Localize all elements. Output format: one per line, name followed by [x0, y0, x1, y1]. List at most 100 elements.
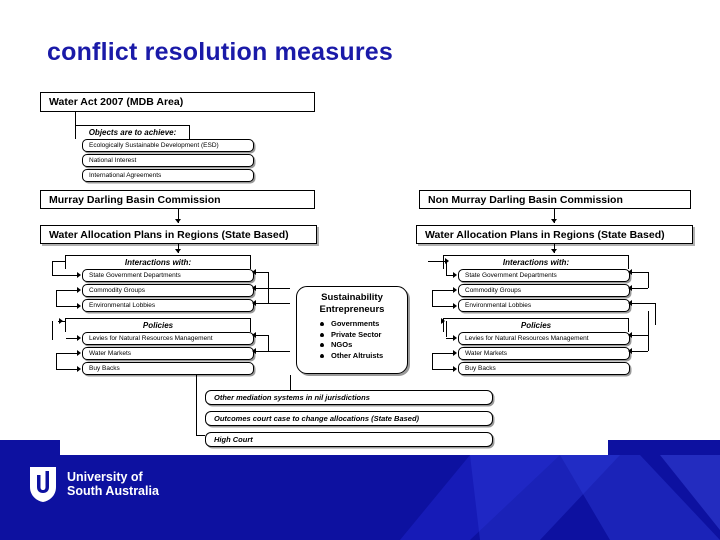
- label-left-policies-header: Policies: [65, 318, 251, 332]
- list-item-right-environmental-lobbies[interactable]: Environmental Lobbies: [458, 299, 630, 312]
- connector-right-pol-return-h1: [632, 335, 648, 336]
- connector-right-int-return-h3: [632, 303, 655, 304]
- connector-right-pol-feed-h1: [446, 338, 454, 339]
- arrow-right-pol-1: [453, 335, 457, 341]
- list-item-right-commodity-groups[interactable]: Commodity Groups: [458, 284, 630, 297]
- bullet-governments: Governments: [319, 319, 407, 330]
- connector-left-int-feed-h3: [56, 306, 78, 307]
- arrow-down-left-interactions: [175, 249, 181, 253]
- connector-left-int-return-h3: [256, 303, 290, 304]
- node-other-mediation-systems[interactable]: Other mediation systems in nil jurisdict…: [205, 390, 493, 405]
- connector-left-int-return-h1: [256, 272, 268, 273]
- arrow-left-rpol-ret-1: [628, 332, 632, 338]
- list-item-left-water-markets[interactable]: Water Markets: [82, 347, 254, 360]
- node-water-act[interactable]: Water Act 2007 (MDB Area): [40, 92, 315, 112]
- arrow-right-left-pol-3: [77, 366, 81, 372]
- list-item-right-buy-backs[interactable]: Buy Backs: [458, 362, 630, 375]
- arrow-left-int-ret-1: [252, 269, 256, 275]
- connector-left-commission-plans: [178, 209, 179, 223]
- connector-left-pol-return-h1: [256, 335, 268, 336]
- arrow-right-pol-hdr: [441, 318, 445, 324]
- list-item-left-environmental-lobbies[interactable]: Environmental Lobbies: [82, 299, 254, 312]
- arrow-right-int-1: [453, 272, 457, 278]
- list-item-right-water-markets[interactable]: Water Markets: [458, 347, 630, 360]
- connector-right-int-feed-h0: [428, 261, 446, 262]
- connector-right-pol-return-v: [648, 335, 649, 351]
- arrow-right-left-pol-2: [77, 350, 81, 356]
- node-outcomes-court-case[interactable]: Outcomes court case to change allocation…: [205, 411, 493, 426]
- arrow-left-rint-ret-3: [628, 300, 632, 306]
- conflict-resolution-diagram: Water Act 2007 (MDB Area) Objects are to…: [0, 85, 720, 455]
- label-left-interactions-header: Interactions with:: [65, 255, 251, 269]
- connector-right-int-return-v2: [655, 303, 656, 325]
- arrow-right-int-2: [453, 287, 457, 293]
- connector-left-pol-return-h2: [256, 351, 290, 352]
- arrow-right-left-int-2: [77, 287, 81, 293]
- connector-left-spine: [52, 332, 53, 340]
- footer-shape-4: [660, 455, 720, 530]
- list-item-left-commodity-groups[interactable]: Commodity Groups: [82, 284, 254, 297]
- connector-left-int-feed-v2: [56, 290, 57, 306]
- arrow-left-rint-ret-1: [628, 269, 632, 275]
- connector-right-pol-feed-v0: [446, 321, 447, 337]
- node-left-allocation-plans[interactable]: Water Allocation Plans in Regions (State…: [40, 225, 317, 244]
- sustainability-title-line2: Entrepreneurs: [319, 304, 385, 315]
- arrow-down-right-interactions: [551, 249, 557, 253]
- connector-right-int-feed-v2: [432, 290, 433, 306]
- connector-left-int-feed-h1b: [52, 275, 78, 276]
- connector-right-pol-feed-h2: [432, 353, 454, 354]
- connector-right-int-feed-h2: [432, 290, 454, 291]
- connector-right-int-feed-h3: [432, 306, 454, 307]
- arrow-right-left-pol-1: [77, 335, 81, 341]
- connector-left-bottom-h: [196, 435, 205, 436]
- list-item-left-buy-backs[interactable]: Buy Backs: [82, 362, 254, 375]
- bullet-other-altruists: Other Altruists: [319, 351, 407, 362]
- arrow-right-int-3: [453, 303, 457, 309]
- connector-left-bottom-spine: [196, 375, 197, 435]
- list-item-right-state-government-departments[interactable]: State Government Departments: [458, 269, 630, 282]
- list-item-left-levies[interactable]: Levies for Natural Resources Management: [82, 332, 254, 345]
- list-item-object-national-interest[interactable]: National Interest: [82, 154, 254, 167]
- list-item-object-international-agreements[interactable]: International Agreements: [82, 169, 254, 182]
- arrow-right-left-pol-hdr: [59, 318, 63, 324]
- list-item-right-levies[interactable]: Levies for Natural Resources Management: [458, 332, 630, 345]
- page-title: conflict resolution measures: [47, 38, 393, 66]
- connector-right-pol-return-up: [648, 311, 649, 335]
- connector-right-plans-interactions: [554, 244, 555, 253]
- connector-left-pol-feed-h1: [66, 338, 78, 339]
- arrow-left-rint-ret-2: [628, 285, 632, 291]
- connector-left-pol-feed-v2: [56, 353, 57, 369]
- connector-left-pol-return-v: [268, 335, 269, 352]
- arrow-right-left-int-1: [77, 272, 81, 278]
- arrow-right-pol-2: [453, 350, 457, 356]
- label-right-policies-header: Policies: [443, 318, 629, 332]
- arrow-left-rpol-ret-2: [628, 348, 632, 354]
- connector-right-int-feed-v1: [446, 261, 447, 275]
- list-item-object-esd[interactable]: Ecologically Sustainable Development (ES…: [82, 139, 254, 152]
- arrow-left-int-ret-3: [252, 300, 256, 306]
- connector-left-pol-feed-h3: [56, 369, 78, 370]
- arrow-right-pol-3: [453, 366, 457, 372]
- node-mdb-commission[interactable]: Murray Darling Basin Commission: [40, 190, 315, 209]
- connector-left-int-return-v: [268, 272, 269, 303]
- shield-u-icon: [30, 467, 56, 502]
- bullet-private-sector: Private Sector: [319, 330, 407, 341]
- connector-center-bottom: [290, 375, 291, 390]
- node-sustainability-entrepreneurs[interactable]: Sustainability Entrepreneurs Governments…: [296, 286, 408, 374]
- node-right-allocation-plans[interactable]: Water Allocation Plans in Regions (State…: [416, 225, 693, 244]
- connector-left-pol-feed-v0: [52, 321, 53, 337]
- arrow-right-left-int-3: [77, 303, 81, 309]
- connector-right-pol-return-h2: [632, 351, 648, 352]
- connector-right-int-return-h2: [632, 288, 648, 289]
- label-right-interactions-header: Interactions with:: [443, 255, 629, 269]
- connector-left-int-return-h2: [256, 288, 290, 289]
- list-item-left-state-government-departments[interactable]: State Government Departments: [82, 269, 254, 282]
- node-non-mdb-commission[interactable]: Non Murray Darling Basin Commission: [419, 190, 691, 209]
- arrow-left-pol-ret-2: [252, 348, 256, 354]
- arrow-right-int-hdr: [445, 258, 449, 264]
- node-high-court[interactable]: High Court: [205, 432, 493, 447]
- connector-left-int-feed-v1: [52, 261, 53, 275]
- university-logo: University of South Australia: [28, 465, 159, 503]
- arrow-down-right-plans: [551, 219, 557, 223]
- arrow-left-int-ret-2: [252, 285, 256, 291]
